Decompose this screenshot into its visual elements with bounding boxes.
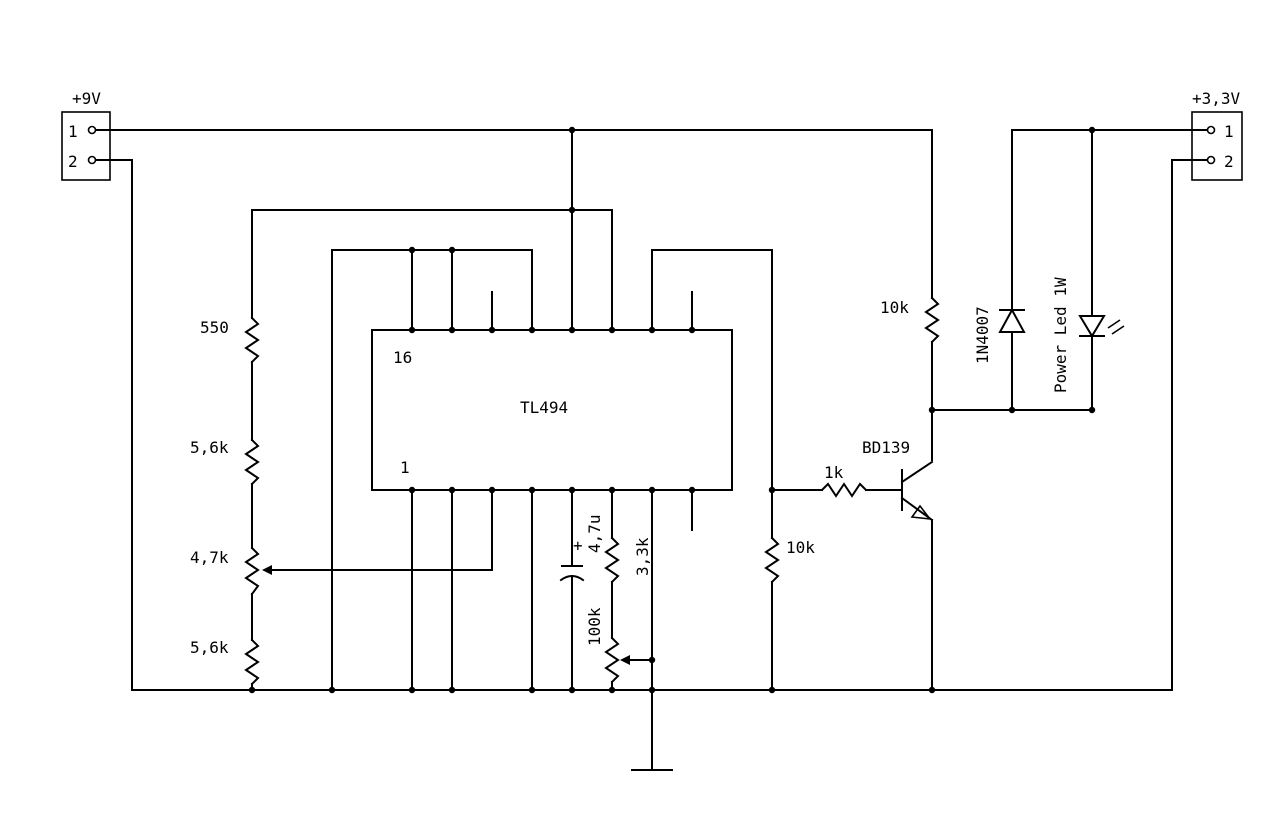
label-cap-plus: + — [573, 536, 583, 555]
output-pin-2-label: 2 — [1224, 152, 1234, 171]
output-connector — [1191, 111, 1243, 181]
power-led — [1078, 315, 1125, 338]
resistor-1k — [820, 482, 868, 498]
output-pin-2[interactable] — [1206, 155, 1216, 165]
junctions — [248, 126, 1096, 694]
label-pot-100k: 100k — [585, 607, 604, 646]
input-pin-2-label: 2 — [68, 152, 78, 171]
label-transistor-bd139: BD139 — [862, 438, 910, 457]
output-connector-label: +3,3V — [1192, 89, 1241, 108]
input-connector — [61, 111, 111, 181]
potentiometer-4k7 — [244, 546, 260, 596]
pot-100k-wiper-arrow — [620, 655, 630, 665]
input-pin-1[interactable] — [87, 125, 97, 135]
label-cap-4u7: 4,7u — [585, 514, 604, 553]
label-r-5k6-lower: 5,6k — [190, 638, 229, 657]
label-r-3k3: 3,3k — [633, 537, 652, 576]
label-power-led: Power Led 1W — [1051, 277, 1070, 393]
label-diode-1n4007: 1N4007 — [973, 306, 992, 364]
label-r-10k-high: 10k — [880, 298, 909, 317]
input-pin-2[interactable] — [87, 155, 97, 165]
label-r-1k: 1k — [824, 463, 844, 482]
transistor-emitter-arrow — [910, 504, 932, 521]
resistor-10k-high — [924, 296, 940, 344]
resistor-5k6-lower — [244, 638, 260, 686]
resistor-10k-low — [764, 536, 780, 584]
resistor-5k6-upper — [244, 438, 260, 486]
output-pin-1[interactable] — [1206, 125, 1216, 135]
label-r-10k-low: 10k — [786, 538, 815, 557]
label-r-5k6-upper: 5,6k — [190, 438, 229, 457]
resistor-550 — [244, 316, 260, 364]
led-light-arrow-icon — [1107, 319, 1121, 329]
ic-pin-1-label: 1 — [400, 458, 410, 477]
diode-1n4007 — [998, 307, 1026, 333]
pot-4k7-wiper-arrow — [262, 565, 272, 575]
transistor-bd139 — [900, 460, 934, 522]
output-pin-1-label: 1 — [1224, 122, 1234, 141]
label-r-550: 550 — [200, 318, 229, 337]
ic-pin-16-label: 16 — [393, 348, 412, 367]
resistor-3k3 — [604, 536, 620, 584]
potentiometer-100k — [604, 636, 620, 684]
input-connector-label: +9V — [72, 89, 101, 108]
ic-tl494 — [371, 329, 733, 491]
label-pot-4k7: 4,7k — [190, 548, 229, 567]
capacitor-4u7 — [559, 565, 585, 582]
input-pin-1-label: 1 — [68, 122, 78, 141]
wires — [95, 129, 1208, 771]
ic-name-label: TL494 — [520, 398, 568, 417]
